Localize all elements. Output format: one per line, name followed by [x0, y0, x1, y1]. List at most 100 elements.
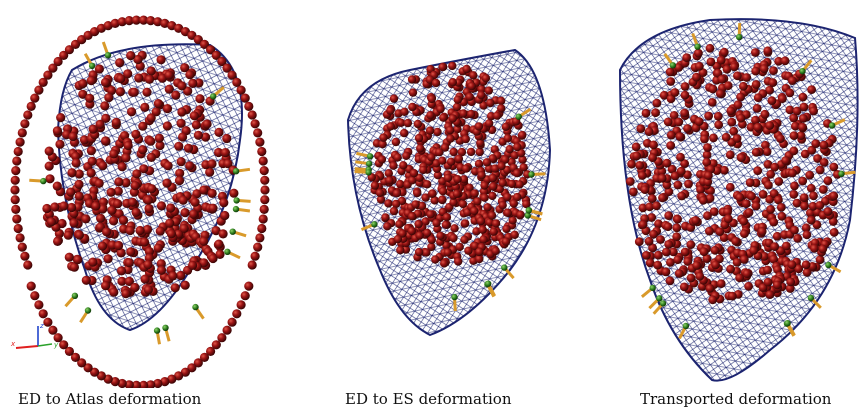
sphere: [482, 158, 492, 167]
sphere: [692, 72, 701, 82]
panel-transported: [600, 0, 865, 388]
sphere: [475, 147, 484, 157]
sphere: [774, 195, 783, 205]
sphere: [682, 53, 692, 62]
sphere: [414, 219, 423, 229]
sphere: [680, 82, 690, 91]
sphere: [751, 147, 761, 157]
sphere: [807, 145, 817, 155]
sphere: [653, 260, 663, 270]
sphere: [433, 127, 442, 137]
sphere: [657, 173, 667, 183]
sphere: [59, 50, 69, 61]
sphere: [52, 126, 63, 136]
sphere: [162, 121, 172, 131]
sphere: [131, 380, 141, 388]
sphere: [110, 377, 120, 387]
sphere: [427, 153, 436, 162]
sphere: [476, 138, 485, 148]
sphere: [187, 363, 197, 373]
sphere: [208, 253, 218, 264]
sphere: [815, 255, 825, 265]
sphere: [240, 93, 250, 103]
landmark: [192, 303, 199, 311]
sphere: [232, 77, 242, 87]
sphere: [90, 27, 100, 37]
sphere: [115, 58, 125, 68]
sphere: [818, 244, 828, 254]
sphere: [644, 127, 654, 137]
sphere: [487, 211, 497, 220]
sphere: [802, 230, 812, 240]
sphere: [819, 185, 828, 194]
sphere: [759, 64, 769, 74]
sphere: [801, 223, 811, 233]
sphere: [736, 113, 746, 123]
sphere: [774, 56, 784, 66]
sphere: [166, 229, 176, 239]
sphere: [454, 154, 464, 163]
sphere: [77, 358, 87, 368]
sphere: [124, 380, 134, 388]
sphere: [153, 99, 163, 109]
sphere: [43, 70, 53, 80]
sphere: [227, 70, 237, 80]
landmark: [88, 62, 96, 70]
sphere: [175, 168, 185, 178]
sphere: [711, 260, 720, 270]
sphere: [178, 132, 188, 142]
sphere: [48, 325, 58, 335]
sphere: [95, 119, 105, 129]
sphere: [665, 276, 675, 286]
sphere: [56, 113, 66, 123]
sphere: [458, 199, 468, 209]
sphere: [791, 121, 800, 131]
sphere: [785, 88, 795, 98]
sphere: [702, 150, 712, 160]
sphere: [640, 185, 650, 195]
sphere: [171, 90, 181, 100]
sphere: [180, 367, 190, 377]
sphere: [692, 261, 702, 270]
sphere: [427, 242, 436, 252]
sphere: [201, 132, 211, 142]
sphere: [96, 371, 106, 381]
sphere: [651, 108, 660, 118]
sphere: [113, 186, 123, 196]
sphere: [413, 188, 422, 198]
sphere: [170, 283, 180, 293]
sphere: [207, 188, 217, 198]
sphere: [211, 50, 221, 61]
landmark: [525, 207, 532, 214]
sphere: [98, 161, 108, 171]
sphere: [763, 46, 773, 56]
sphere: [206, 346, 216, 356]
sphere: [59, 201, 69, 211]
sphere: [426, 210, 435, 219]
sphere: [740, 229, 749, 239]
sphere: [760, 109, 770, 119]
sphere: [486, 112, 496, 121]
sphere: [74, 179, 84, 189]
sphere: [20, 119, 30, 129]
sphere: [188, 260, 198, 270]
sphere: [71, 151, 81, 161]
sphere: [642, 251, 651, 260]
sphere: [102, 227, 112, 237]
sphere: [652, 98, 662, 108]
sphere: [449, 198, 458, 207]
sphere: [26, 101, 36, 111]
sphere: [732, 258, 742, 267]
sphere: [636, 124, 646, 133]
sphere: [517, 148, 526, 158]
sphere: [729, 126, 739, 136]
sphere: [393, 234, 403, 244]
sphere: [802, 268, 812, 277]
sphere: [708, 84, 718, 94]
sphere: [69, 218, 79, 228]
sphere: [704, 171, 713, 180]
sphere: [126, 51, 136, 61]
sphere: [139, 164, 149, 174]
sphere: [829, 191, 839, 201]
sphere: [377, 155, 387, 164]
